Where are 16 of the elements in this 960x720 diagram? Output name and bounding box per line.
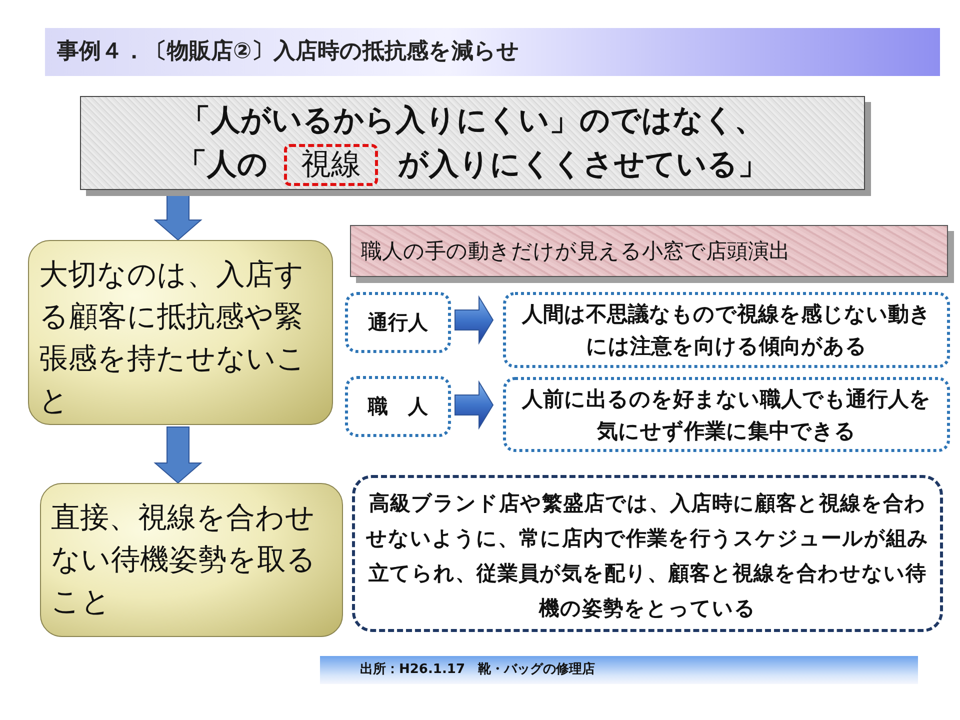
headline-text: が入りにくくさせている」 bbox=[398, 146, 768, 184]
note-box: 高級ブランド店や繁盛店では、入店時に顧客と視線を合わせないように、常に店内で作業を行うスケジュールが組み立てられ、従業員が気を配り、顧客と視線を合わせない待機の姿勢をとっている bbox=[352, 475, 943, 632]
effect-box: 人前に出るのを好まない職人でも通行人を気にせず作業に集中できる bbox=[503, 377, 950, 452]
source-note: 出所：H26.1.17 靴・バッグの修理店 bbox=[320, 656, 918, 684]
headline-text: 「人がいるから入りにくい」のではなく、 bbox=[180, 102, 764, 140]
effect-box: 人間は不思議なもので視線を感じない動きには注意を向ける傾向がある bbox=[503, 292, 950, 368]
block-arrow bbox=[454, 295, 494, 345]
point-box: 大切なのは、入店する顧客に抵抗感や緊張感を持たせないこと bbox=[28, 240, 333, 425]
point-box: 直接、視線を合わせない待機姿勢を取ること bbox=[40, 483, 343, 637]
actor-box: 職 人 bbox=[345, 376, 451, 437]
highlight-box: 視線 bbox=[284, 144, 378, 186]
block-arrow bbox=[154, 426, 202, 484]
block-arrow bbox=[454, 380, 494, 430]
actor-box: 通行人 bbox=[345, 292, 451, 353]
title-bar: 事例４．〔物販店②〕入店時の抵抗感を減らせ bbox=[45, 28, 940, 76]
headline-text: 「人の bbox=[177, 146, 268, 184]
